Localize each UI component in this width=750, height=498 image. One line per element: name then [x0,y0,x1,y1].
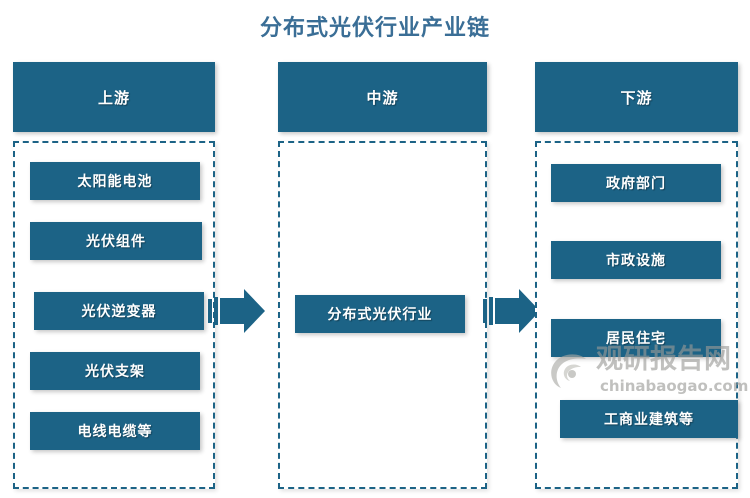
item-box-downstream-4[interactable]: 工商业建筑等 [560,400,738,438]
stage-header-upstream: 上游 [13,62,215,132]
item-box-upstream-5[interactable]: 电线电缆等 [30,412,200,450]
page-title: 分布式光伏行业产业链 [259,15,490,40]
item-box-downstream-3[interactable]: 居民住宅 [551,319,721,357]
item-box-upstream-3[interactable]: 光伏逆变器 [34,292,204,330]
item-box-upstream-2[interactable]: 光伏组件 [30,222,202,260]
stage-header-downstream: 下游 [535,62,738,132]
stage-header-midstream: 中游 [278,62,487,132]
item-box-downstream-1[interactable]: 政府部门 [551,164,721,202]
flow-arrow-upstream-to-midstream [208,287,266,335]
flow-arrow-midstream-to-downstream [483,287,541,335]
item-box-downstream-2[interactable]: 市政设施 [551,241,721,279]
item-box-upstream-1[interactable]: 太阳能电池 [30,162,200,200]
item-box-midstream-1[interactable]: 分布式光伏行业 [295,295,465,333]
item-box-upstream-4[interactable]: 光伏支架 [30,352,200,390]
